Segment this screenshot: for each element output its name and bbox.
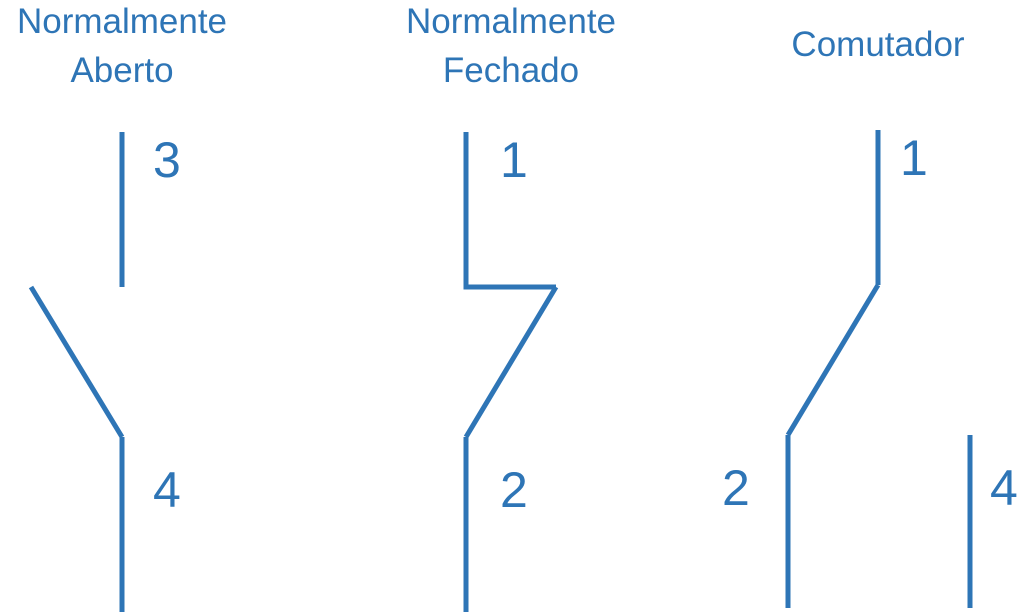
changeover-terminal-right: 4 — [990, 460, 1018, 516]
normally-open-switch: Normalmente Aberto 3 4 — [17, 2, 227, 612]
normally-closed-terminal-top: 1 — [500, 132, 528, 188]
normally-open-title-line2: Aberto — [70, 51, 173, 90]
changeover-switch: Comutador 1 2 4 — [722, 25, 1018, 608]
normally-open-terminal-top: 3 — [153, 132, 181, 188]
normally-closed-title-line2: Fechado — [443, 51, 579, 90]
normally-closed-title-line1: Normalmente — [406, 2, 616, 41]
changeover-terminal-left: 2 — [722, 460, 750, 516]
normally-closed-terminal-bottom: 2 — [500, 462, 528, 518]
changeover-title: Comutador — [791, 25, 964, 64]
normally-closed-contact-arm — [463, 285, 559, 439]
normally-open-terminal-bottom: 4 — [153, 462, 181, 518]
normally-open-title-line1: Normalmente — [17, 2, 227, 41]
normally-open-contact-arm — [28, 285, 125, 439]
changeover-contact-arm — [785, 283, 881, 437]
normally-closed-switch: Normalmente Fechado 1 2 — [406, 2, 616, 612]
changeover-terminal-top: 1 — [900, 130, 928, 186]
normally-closed-top-lead — [463, 132, 556, 290]
